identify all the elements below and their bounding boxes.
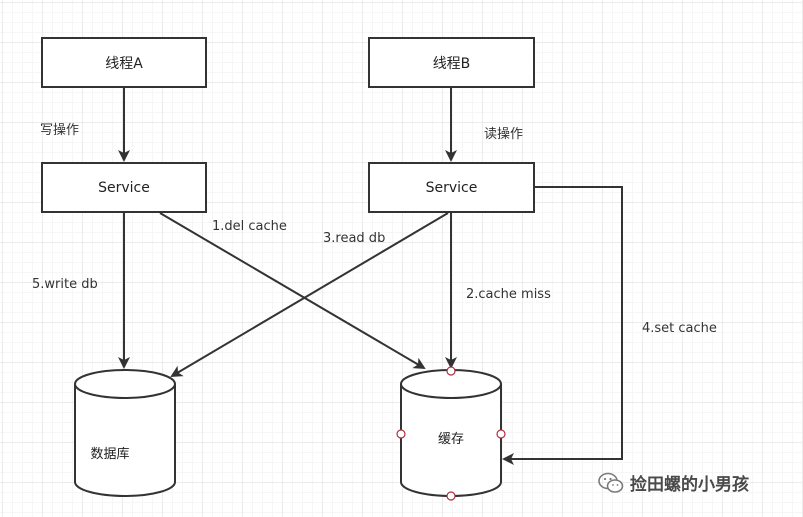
cache-label: 缓存 (438, 432, 464, 447)
read-db-label: 3.read db (323, 231, 386, 246)
service-a-box[interactable]: Service (41, 162, 207, 213)
watermark: 捡田螺的小男孩 (598, 470, 749, 495)
thread-b-box[interactable]: 线程B (368, 37, 535, 88)
read-op-label: 读操作 (484, 127, 524, 142)
del-cache-label: 1.del cache (212, 219, 287, 234)
connection-point-top[interactable] (446, 366, 456, 376)
arrow-read-db (170, 212, 449, 378)
watermark-text: 捡田螺的小男孩 (630, 475, 749, 495)
connection-point-right[interactable] (496, 429, 506, 439)
set-cache-label: 4.set cache (642, 321, 717, 336)
service-b-box[interactable]: Service (368, 162, 535, 213)
connection-point-left[interactable] (396, 429, 406, 439)
database-cylinder[interactable]: 数据库 (74, 369, 176, 497)
write-op-label: 写操作 (40, 123, 80, 138)
thread-a-box[interactable]: 线程A (41, 37, 207, 88)
connection-point-bottom[interactable] (446, 491, 456, 501)
arrow-del-cache (159, 212, 426, 370)
database-label: 数据库 (90, 446, 129, 462)
arrow-set-cache (502, 186, 623, 465)
write-db-label: 5.write db (32, 277, 98, 292)
cache-miss-label: 2.cache miss (466, 287, 551, 302)
cache-cylinder[interactable]: 缓存 (396, 366, 506, 501)
wechat-icon (598, 472, 624, 493)
